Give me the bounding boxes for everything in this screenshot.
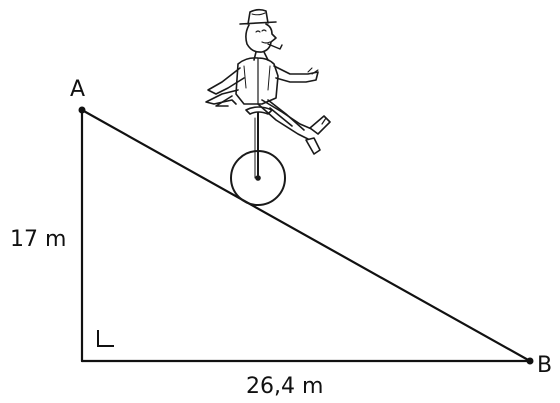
front-shoe: [309, 115, 331, 135]
hypotenuse-slope: [80, 108, 532, 363]
height-label: 17 m: [10, 227, 66, 252]
point-a-dot: [78, 106, 86, 114]
legs: [257, 99, 315, 141]
right-angle-marker: [97, 330, 114, 347]
head: [245, 23, 277, 53]
base-label: 26,4 m: [246, 374, 323, 399]
rear-shoe: [305, 137, 321, 155]
unicyclist-illustration: [205, 8, 331, 206]
hat: [239, 8, 277, 25]
point-b-label: B: [537, 353, 552, 378]
left-arm: [207, 67, 245, 95]
torso: [235, 57, 279, 105]
point-b-dot: [526, 357, 534, 365]
unicycle-saddle: [245, 106, 273, 115]
right-arm: [273, 65, 319, 83]
point-a-label: A: [70, 77, 85, 102]
right-triangle: [80, 108, 532, 363]
